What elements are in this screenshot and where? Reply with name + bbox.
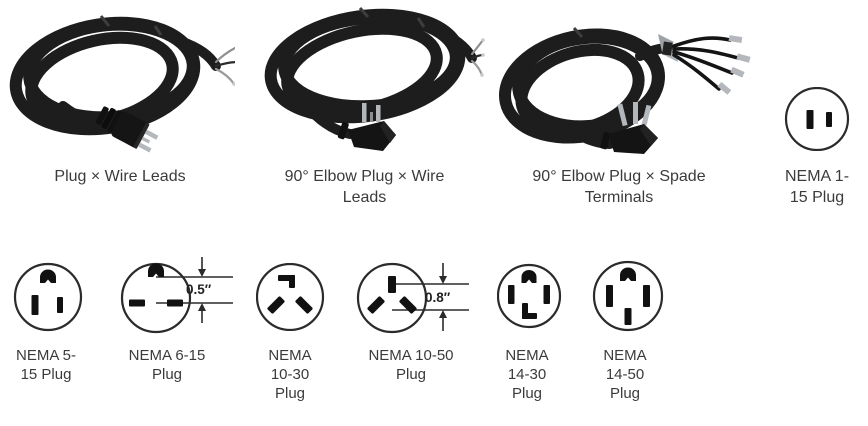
ground-pin bbox=[148, 263, 164, 277]
elbow-plug-cord-image bbox=[264, 7, 485, 151]
product-tile-elbow-plug-spade-terminals[interactable]: 90° Elbow Plug × Spade Terminals bbox=[492, 6, 768, 218]
plug-tile-nema-14-50[interactable]: NEMA 14-50 Plug bbox=[592, 260, 664, 403]
plug-face-circle bbox=[497, 263, 562, 329]
plug-face-circle bbox=[784, 87, 850, 151]
nema-14-50-diagram bbox=[592, 260, 664, 332]
wire-leads bbox=[214, 46, 235, 86]
hot-blade-left bbox=[367, 296, 385, 314]
elbow-plug bbox=[600, 102, 658, 154]
product-caption: Plug × Wire Leads bbox=[54, 168, 186, 185]
hot-blade-right bbox=[167, 299, 183, 307]
ground-pin bbox=[40, 269, 56, 283]
nema-1-15-diagram bbox=[784, 87, 850, 151]
neutral-blade bbox=[31, 295, 39, 315]
hot-blade bbox=[57, 297, 63, 313]
hot-blade-left bbox=[129, 299, 145, 307]
dimension-arrows bbox=[198, 257, 206, 323]
plug-caption: NEMA 14-30 Plug bbox=[505, 347, 549, 402]
nema-6-15-diagram: 0.5″ bbox=[120, 257, 233, 334]
straight-plug bbox=[95, 106, 159, 153]
nema-10-50-diagram: 0.8″ bbox=[356, 262, 469, 334]
plug-face-circle bbox=[256, 263, 325, 331]
ground-pin bbox=[521, 270, 537, 283]
plug-tile-nema-10-50[interactable]: 0.8″ NEMA 10-50 Plug bbox=[355, 257, 481, 402]
cable-tie bbox=[153, 25, 163, 36]
hot-blade-left bbox=[508, 285, 515, 304]
cable-tie bbox=[358, 7, 370, 18]
cord-to-plug bbox=[300, 99, 355, 139]
ground-pin bbox=[620, 267, 636, 281]
plug-caption: NEMA 6-15 Plug bbox=[128, 347, 206, 383]
elbow-plug-spade-cord-image bbox=[498, 27, 751, 154]
l-shaped-neutral-blade bbox=[522, 303, 537, 319]
plug-caption: NEMA 14-50 Plug bbox=[603, 347, 647, 402]
plug-face-circle bbox=[13, 262, 83, 332]
hot-blade-right bbox=[399, 296, 417, 314]
hot-blade-left bbox=[267, 296, 285, 314]
plug-tile-nema-10-30[interactable]: NEMA 10-30 Plug bbox=[256, 263, 326, 403]
plug-tile-nema-6-15[interactable]: 0.5″ NEMA 6-15 Plug bbox=[114, 257, 242, 402]
neutral-blade bbox=[388, 276, 396, 293]
product-caption: 90° Elbow Plug × Spade Terminals bbox=[532, 168, 706, 206]
dimension-label: 0.5″ bbox=[186, 282, 212, 297]
plug-caption: NEMA 1-15 Plug bbox=[785, 168, 850, 206]
elbow-plug bbox=[337, 103, 396, 151]
cable-tie bbox=[416, 17, 426, 28]
hot-blade-right bbox=[295, 296, 313, 314]
plug-caption: NEMA 5-15 Plug bbox=[16, 347, 77, 383]
plug-tile-nema-1-15[interactable]: NEMA 1-15 Plug bbox=[784, 87, 850, 237]
nema-14-30-diagram bbox=[497, 263, 562, 329]
dimension-arrows bbox=[439, 263, 447, 331]
plug-face-circle bbox=[592, 260, 664, 332]
product-tile-elbow-plug-wire-leads[interactable]: 90° Elbow Plug × Wire Leads bbox=[250, 4, 485, 216]
plug-caption: NEMA 10-30 Plug bbox=[268, 347, 312, 402]
plug-tile-nema-14-30[interactable]: NEMA 14-30 Plug bbox=[497, 263, 563, 403]
hot-blade-right bbox=[543, 285, 550, 304]
dimension-label: 0.8″ bbox=[425, 290, 451, 305]
product-tile-plug-wire-leads[interactable]: Plug × Wire Leads bbox=[5, 6, 235, 211]
plug-caption: NEMA 10-50 Plug bbox=[368, 347, 454, 383]
hot-blade bbox=[826, 112, 832, 127]
cord-tail bbox=[175, 36, 221, 71]
plug-tile-nema-5-15[interactable]: NEMA 5-15 Plug bbox=[13, 262, 83, 402]
straight-plug-cord-image bbox=[9, 15, 235, 153]
cable-tie bbox=[572, 27, 584, 38]
neutral-blade bbox=[806, 110, 814, 129]
wire-leads bbox=[470, 38, 485, 77]
nema-5-15-diagram bbox=[13, 262, 83, 332]
cord-tail bbox=[440, 29, 477, 63]
l-shaped-neutral-blade bbox=[278, 275, 295, 288]
product-caption: 90° Elbow Plug × Wire Leads bbox=[284, 168, 445, 206]
cable-tie bbox=[99, 15, 111, 27]
neutral-blade bbox=[624, 308, 632, 325]
plug-face-circle bbox=[120, 262, 192, 334]
plug-face-circle bbox=[356, 262, 428, 334]
nema-10-30-diagram bbox=[256, 263, 325, 331]
hot-blade-left bbox=[606, 285, 613, 307]
spade-terminal-leads bbox=[672, 35, 751, 95]
hot-blade-right bbox=[643, 285, 650, 307]
